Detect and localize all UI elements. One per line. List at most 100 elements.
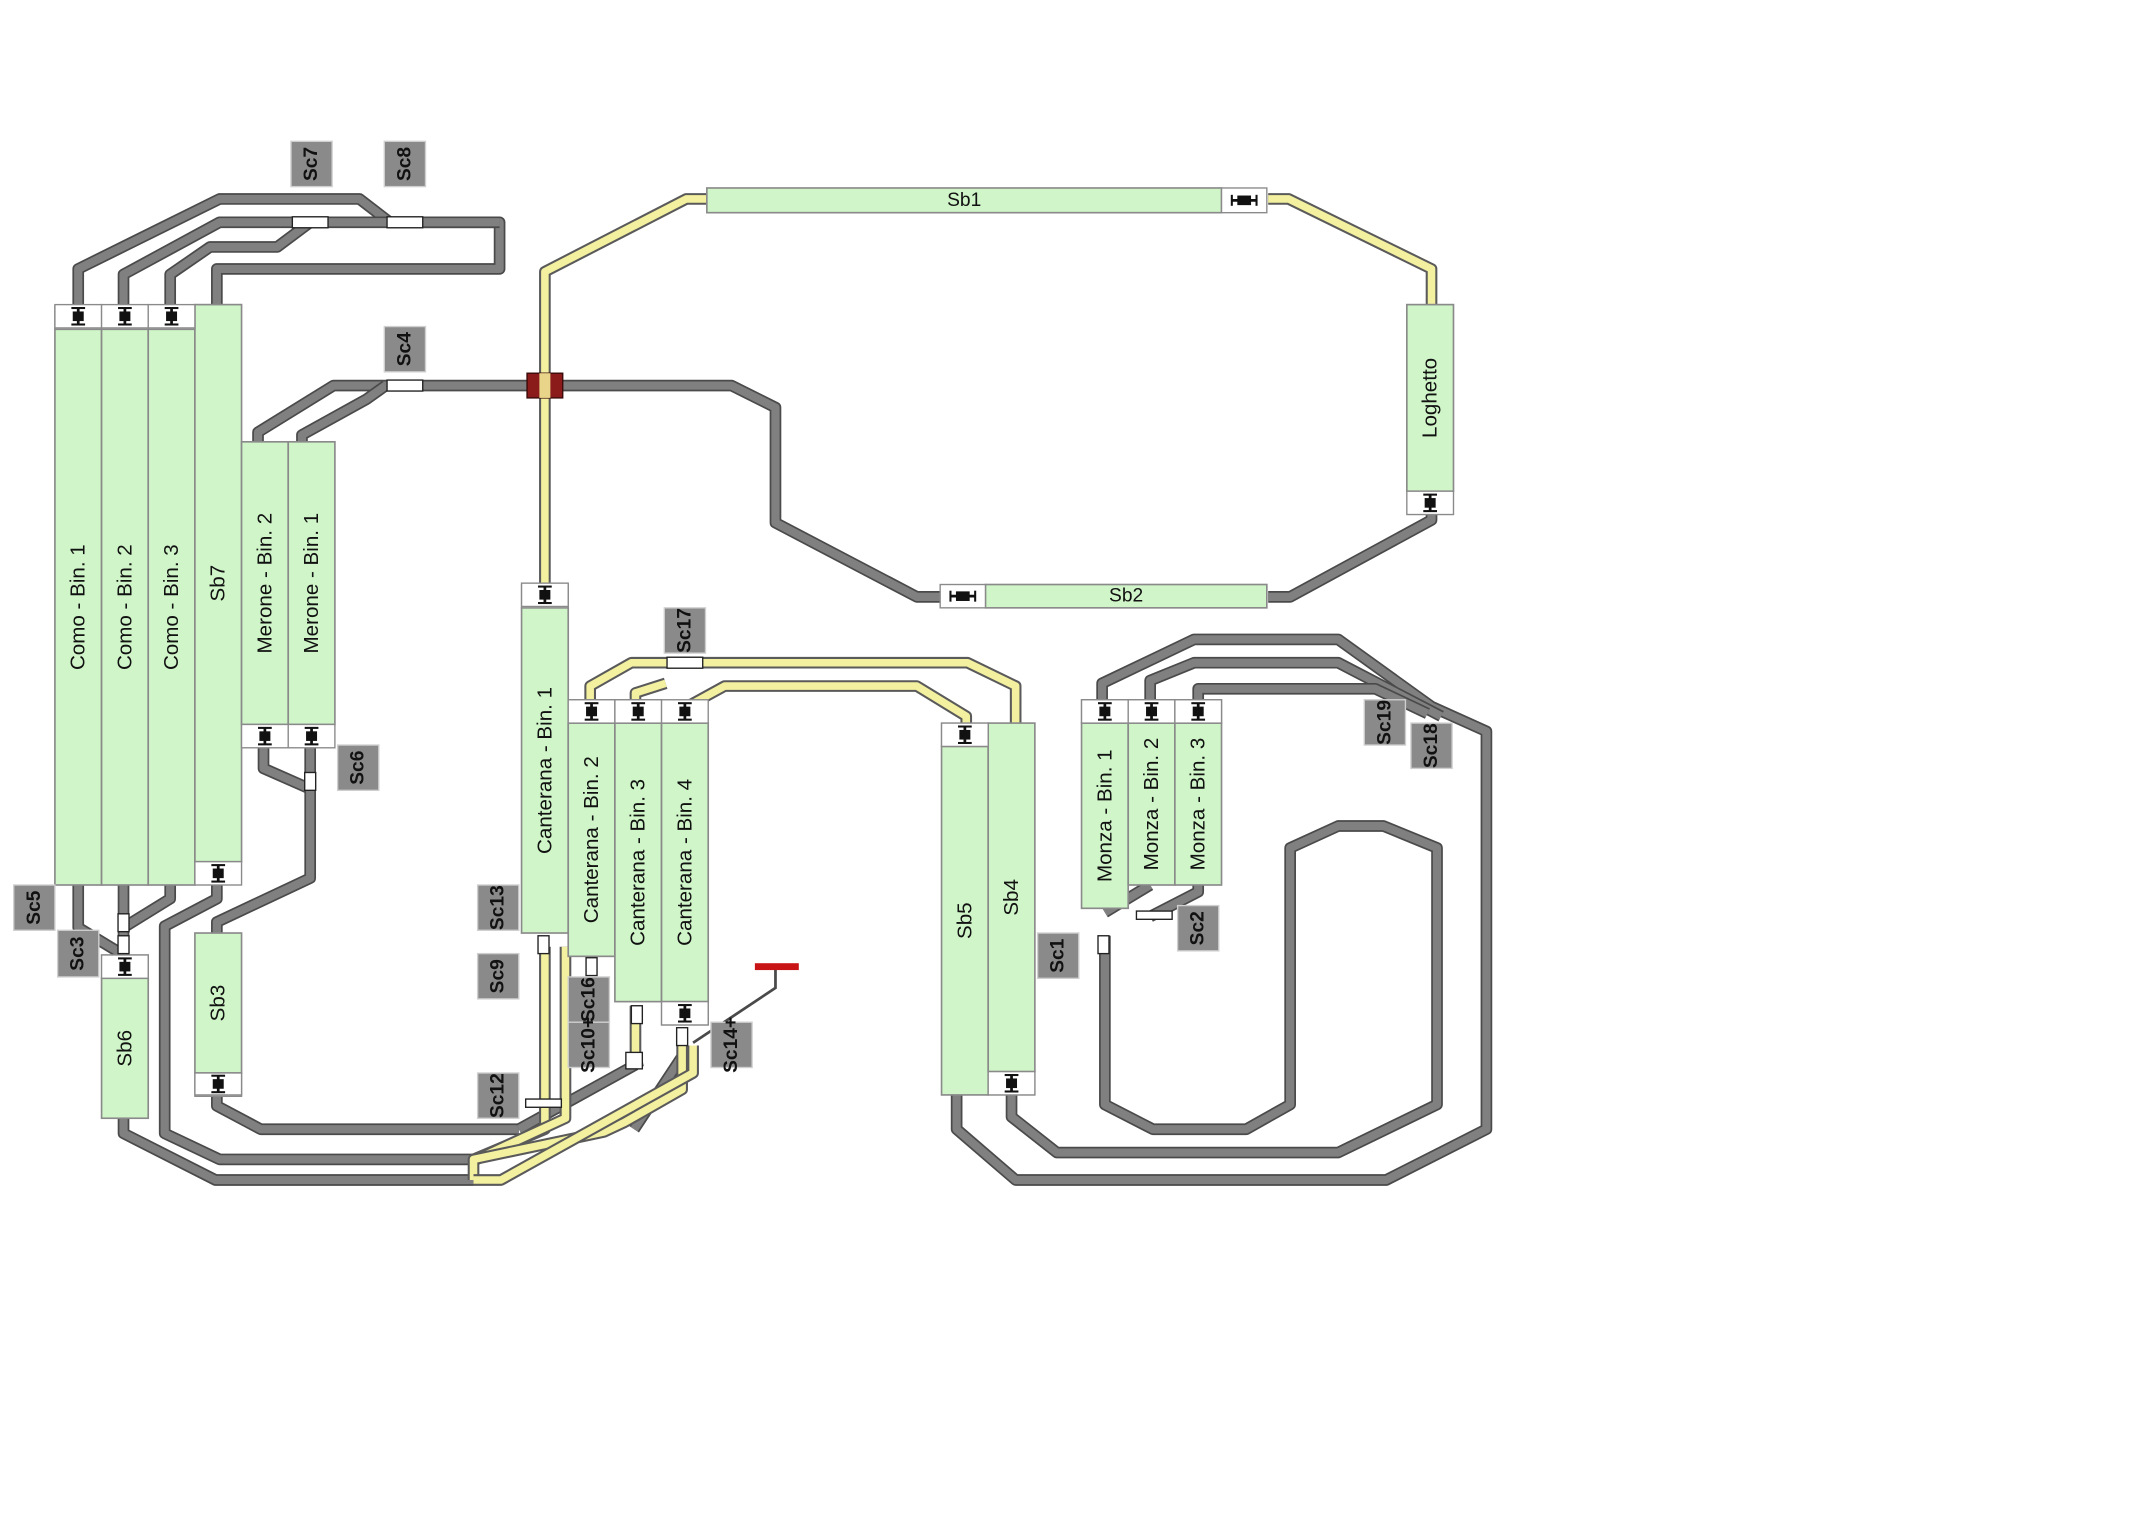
block-como1[interactable]: Como - Bin. 1 xyxy=(54,328,103,886)
block-merone2[interactable]: Merone - Bin. 2 xyxy=(240,440,290,726)
block-sb4[interactable]: Sb4 xyxy=(987,722,1036,1073)
switch-point-icon[interactable] xyxy=(675,1027,689,1047)
switch-label-text: Sc5 xyxy=(24,890,45,924)
track-edge xyxy=(1005,820,1443,1159)
block-sb5[interactable]: Sb5 xyxy=(940,745,990,1096)
switch-label-sc2[interactable]: Sc2 xyxy=(1176,904,1220,952)
block-como2[interactable]: Como - Bin. 2 xyxy=(100,328,150,886)
block-end-signal-icon[interactable] xyxy=(194,1072,243,1096)
switch-point-icon[interactable] xyxy=(1135,910,1173,920)
switch-markers-layer xyxy=(117,216,1173,1108)
block-end-signal-icon[interactable] xyxy=(660,1000,709,1026)
block-label: Canterana - Bin. 3 xyxy=(627,779,650,946)
block-end-signal-icon[interactable] xyxy=(147,303,196,329)
block-monza3[interactable]: Monza - Bin. 3 xyxy=(1174,722,1223,886)
active-route-segment xyxy=(541,195,707,584)
block-end-signal-icon[interactable] xyxy=(1174,699,1223,724)
switch-label-text: Sc12 xyxy=(488,1073,509,1118)
block-loghetto[interactable]: Loghetto xyxy=(1406,303,1455,493)
switch-label-sc4[interactable]: Sc4 xyxy=(383,325,427,373)
block-end-signal-icon[interactable] xyxy=(1406,490,1455,516)
switch-label-text: Sc6 xyxy=(348,751,369,785)
switch-point-icon[interactable] xyxy=(630,1005,644,1025)
switch-label-sc9[interactable]: Sc9 xyxy=(476,952,520,1000)
block-end-signal-icon[interactable] xyxy=(567,699,616,724)
switch-label-text: Sc9 xyxy=(488,959,509,993)
block-end-signal-icon[interactable] xyxy=(240,723,289,749)
switch-point-icon[interactable] xyxy=(386,379,424,392)
block-end-signal-icon[interactable] xyxy=(520,582,569,608)
block-end-signal-icon[interactable] xyxy=(100,954,149,979)
switch-point-icon[interactable] xyxy=(666,656,704,669)
block-end-signal-icon[interactable] xyxy=(1220,187,1268,214)
switch-label-sc3[interactable]: Sc3 xyxy=(56,929,100,978)
block-sb2[interactable]: Sb2 xyxy=(984,583,1268,609)
block-label: Sb2 xyxy=(1109,586,1143,607)
block-end-signal-icon[interactable] xyxy=(100,303,149,329)
block-sb3[interactable]: Sb3 xyxy=(194,932,243,1074)
switch-point-icon[interactable] xyxy=(291,216,329,229)
switch-label-sc12[interactable]: Sc12 xyxy=(476,1072,520,1119)
block-canterana3[interactable]: Canterana - Bin. 3 xyxy=(614,722,663,1003)
block-end-signal-icon[interactable] xyxy=(940,722,989,748)
switch-point-icon[interactable] xyxy=(117,935,130,955)
block-sb1[interactable]: Sb1 xyxy=(706,187,1223,214)
switch-point-icon[interactable] xyxy=(625,1051,644,1070)
switch-point-icon[interactable] xyxy=(117,913,130,933)
track-segment xyxy=(212,745,315,934)
switch-point-icon[interactable] xyxy=(1097,935,1110,955)
switch-label-sc7[interactable]: Sc7 xyxy=(290,140,333,188)
switch-point-icon[interactable] xyxy=(304,771,317,792)
switch-label-sc5[interactable]: Sc5 xyxy=(13,884,56,931)
switch-label-text: Sc2 xyxy=(1188,911,1209,945)
track-segment xyxy=(1146,658,1444,720)
block-label: Merone - Bin. 2 xyxy=(253,513,276,654)
block-end-signal-icon[interactable] xyxy=(1127,699,1176,724)
track-segment xyxy=(1148,885,1203,921)
switch-point-icon[interactable] xyxy=(524,1098,563,1108)
block-sb6[interactable]: Sb6 xyxy=(100,977,150,1120)
block-end-signal-icon[interactable] xyxy=(614,699,663,724)
block-canterana2[interactable]: Canterana - Bin. 2 xyxy=(567,722,616,958)
switch-label-sc13[interactable]: Sc13 xyxy=(476,884,520,931)
switch-label-sc10[interactable]: Sc10+ xyxy=(567,1017,611,1073)
track-segment xyxy=(952,635,1491,1185)
switch-label-sc18[interactable]: Sc18 xyxy=(1410,722,1453,770)
block-end-signal-icon[interactable] xyxy=(194,860,243,886)
block-monza2[interactable]: Monza - Bin. 2 xyxy=(1127,722,1176,886)
switch-label-sc8[interactable]: Sc8 xyxy=(383,140,427,188)
switch-label-text: Sc13 xyxy=(488,885,509,930)
block-canterana1[interactable]: Canterana - Bin. 1 xyxy=(520,607,570,934)
switch-label-text: Sc17 xyxy=(674,608,695,653)
block-end-signal-icon[interactable] xyxy=(54,303,103,329)
switch-label-sc17[interactable]: Sc17 xyxy=(663,607,707,654)
switch-label-sc1[interactable]: Sc1 xyxy=(1036,932,1080,979)
block-label: Monza - Bin. 1 xyxy=(1093,749,1116,882)
switch-point-icon[interactable] xyxy=(585,957,598,977)
switch-label-sc14[interactable]: Sc14+ xyxy=(710,1017,753,1073)
block-monza1[interactable]: Monza - Bin. 1 xyxy=(1080,722,1130,910)
switch-label-text: Sc18 xyxy=(1421,723,1442,768)
track-segment xyxy=(74,194,504,305)
block-end-signal-icon[interactable] xyxy=(987,1070,1036,1096)
block-sb7[interactable]: Sb7 xyxy=(194,303,243,863)
block-canterana4[interactable]: Canterana - Bin. 4 xyxy=(660,722,710,1003)
block-end-signal-icon[interactable] xyxy=(660,699,709,724)
switch-label-sc19[interactable]: Sc19 xyxy=(1363,699,1407,746)
block-como3[interactable]: Como - Bin. 3 xyxy=(147,328,196,886)
switch-label-sc16[interactable]: Sc16 xyxy=(567,976,611,1023)
block-label: Sb6 xyxy=(113,1030,136,1067)
block-end-signal-icon[interactable] xyxy=(287,723,336,749)
block-label: Monza - Bin. 3 xyxy=(1187,738,1210,871)
switch-label-sc6[interactable]: Sc6 xyxy=(336,744,380,792)
switch-point-icon[interactable] xyxy=(386,216,424,229)
switch-point-icon[interactable] xyxy=(537,935,550,955)
block-merone1[interactable]: Merone - Bin. 1 xyxy=(287,440,336,726)
block-end-signal-icon[interactable] xyxy=(1080,699,1129,724)
active-route-segment xyxy=(586,658,1020,724)
block-end-signal-icon[interactable] xyxy=(939,583,987,609)
track-edge xyxy=(561,379,945,603)
track-segment xyxy=(253,381,529,442)
